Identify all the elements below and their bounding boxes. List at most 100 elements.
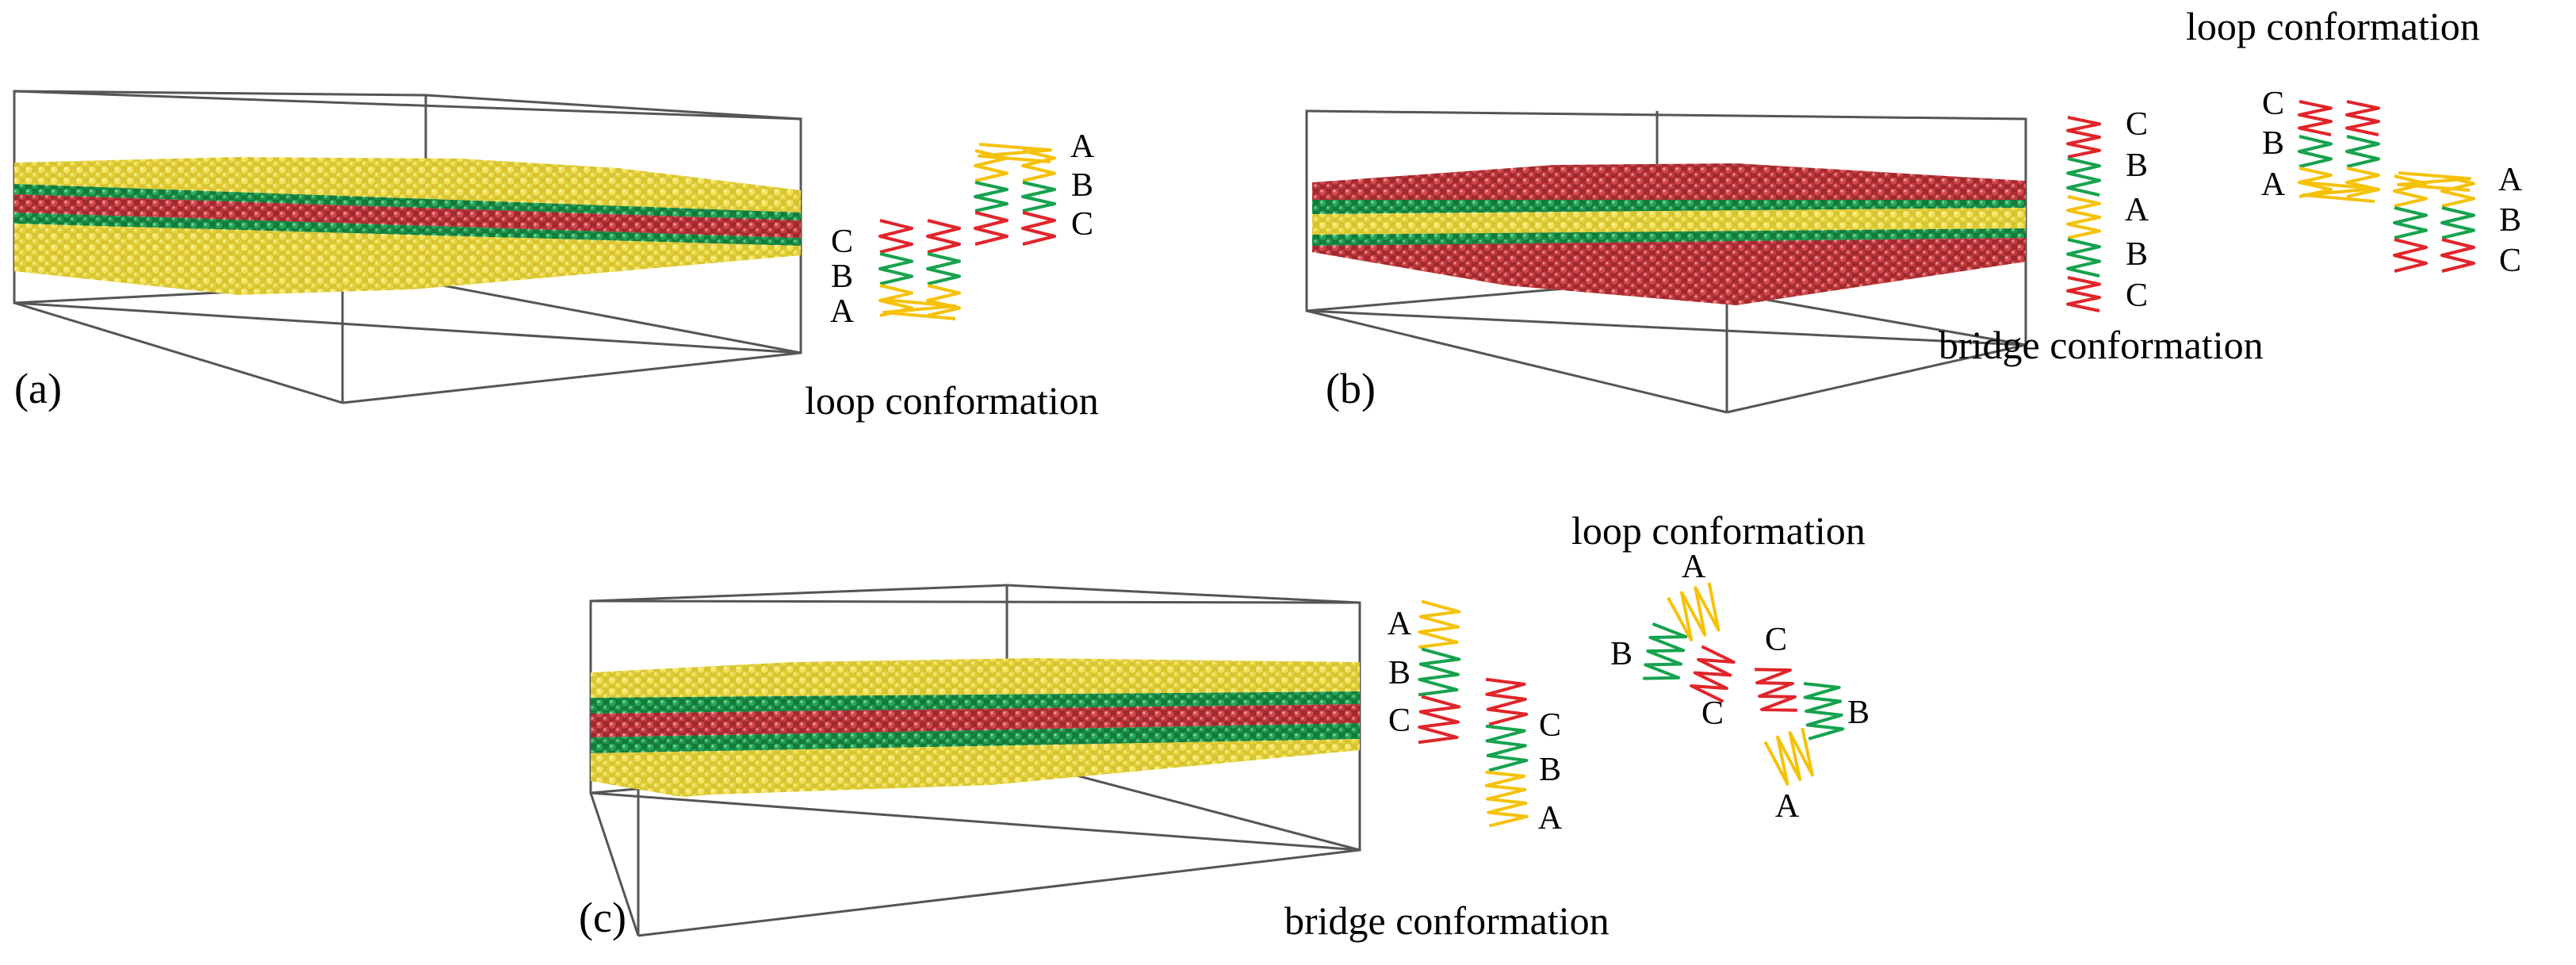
- loop-left-labels-b: C B A: [2261, 86, 2286, 203]
- coil-block-a: [1484, 770, 1529, 828]
- chain-label: C: [1071, 206, 1093, 243]
- polymer-film-a: [14, 157, 801, 295]
- film-layer-red-top: [1312, 163, 2026, 200]
- caption-bridge-c: bridge conformation: [1284, 898, 1610, 943]
- chain-label: A: [1538, 800, 1563, 837]
- coil-block-c: [926, 219, 961, 254]
- polymer-film-b: [1312, 163, 2026, 305]
- film-layer-green-bottom: [1312, 228, 2026, 246]
- chain-label: B: [1539, 752, 1561, 788]
- coil-block-b: [2440, 206, 2475, 239]
- chain-label: B: [1071, 167, 1093, 204]
- coil-block-c: [2393, 238, 2428, 273]
- coil-block-c: [2066, 116, 2101, 159]
- coil-block-c: [1485, 677, 1529, 726]
- chain-label: B: [2126, 147, 2148, 184]
- chain-label: C: [1701, 695, 1724, 732]
- chain-label: B: [1847, 695, 1870, 731]
- panel-label-a: (a): [14, 365, 62, 412]
- chain-label: A: [1682, 549, 1706, 585]
- film-layer-red-mid: [14, 194, 801, 238]
- film-layer-yellow-bottom: [14, 224, 801, 295]
- chain-label: A: [830, 293, 855, 330]
- coil-block-a: [1763, 727, 1814, 786]
- film-layer-yellow-top: [591, 658, 1360, 698]
- loop-right-labels-b: A B C: [2498, 162, 2523, 279]
- coil-block-b: [878, 252, 913, 285]
- chain-label: C: [1539, 707, 1561, 744]
- chain-label: A: [2261, 167, 2286, 203]
- loop-labels-c: A B C C B A: [1610, 549, 1870, 825]
- caption-loop-a: loop conformation: [805, 378, 1099, 423]
- coil-block-c: [2345, 100, 2380, 136]
- coil-block-c: [1755, 668, 1797, 712]
- film-layer-red-bottom: [1312, 238, 2026, 305]
- panel-c: (c) A B C C B A bridge conformation A B …: [579, 508, 1870, 943]
- coil-block-c: [1418, 695, 1461, 745]
- chain-label: B: [1388, 655, 1410, 691]
- chain-label: A: [2498, 162, 2523, 198]
- chain-diagram-a: C B A A B C loop conformation: [805, 128, 1099, 423]
- chain-label: A: [1070, 128, 1095, 165]
- coil-block-b: [974, 181, 1009, 213]
- film-layer-yellow-bottom: [591, 739, 1360, 797]
- coil-block-b: [1803, 682, 1845, 741]
- coil-block-a: [2393, 174, 2428, 208]
- coil-block-a: [2066, 195, 2101, 239]
- bridge-labels-b: C B A B C: [2125, 106, 2149, 314]
- chain-label: C: [1388, 703, 1410, 739]
- coil-block-a: [1021, 149, 1056, 182]
- coil-block-b: [2298, 135, 2333, 168]
- coil-block-a: [2298, 167, 2333, 198]
- coil-block-b: [1643, 622, 1688, 680]
- chain-label: C: [2262, 86, 2284, 122]
- coil-block-c: [1690, 645, 1736, 703]
- caption-loop-c: loop conformation: [1571, 508, 1866, 553]
- film-layer-yellow-mid: [1312, 208, 2026, 235]
- panel-b: (b) C B A B C bridge conformation C B A …: [1305, 4, 2523, 414]
- bridge-left-labels-c: A B C: [1388, 606, 1412, 739]
- chain-label: B: [2499, 202, 2521, 239]
- chain-label: B: [2262, 125, 2284, 162]
- panel-a: (a) C B A A B C loop conformation: [13, 90, 1099, 423]
- coil-block-b: [2345, 135, 2380, 168]
- loop-right-labels-a: A B C: [1070, 128, 1095, 243]
- chain-label: A: [1388, 606, 1412, 642]
- chain-label: C: [2499, 243, 2521, 279]
- film-layer-red-mid: [591, 704, 1360, 737]
- coil-block-b: [1418, 647, 1461, 697]
- coil-block-a: [2345, 167, 2380, 198]
- chain-label: C: [1765, 622, 1787, 658]
- panel-label-c: (c): [579, 894, 626, 941]
- coil-block-b: [2393, 206, 2428, 239]
- coil-block-b: [2066, 157, 2101, 197]
- coil-block-c: [878, 219, 913, 254]
- coil-block-b: [1485, 724, 1529, 772]
- coil-block-a: [882, 298, 957, 320]
- film-layer-green-top: [14, 184, 801, 220]
- coil-block-b: [926, 252, 961, 285]
- chain-diagram-b: C B A B C bridge conformation C B A A B …: [1939, 4, 2523, 367]
- coil-block-a: [2302, 181, 2376, 203]
- coil-block-c: [2298, 100, 2333, 136]
- chain-label: C: [831, 224, 853, 260]
- coil-block-a: [1667, 582, 1721, 641]
- coil-block-c: [974, 211, 1009, 246]
- film-layer-green-top: [1312, 200, 2026, 214]
- caption-loop-b: loop conformation: [2186, 4, 2480, 48]
- bridge-right-labels-c: C B A: [1538, 707, 1563, 837]
- coil-block-c: [2440, 238, 2475, 273]
- chain-label: B: [1610, 636, 1632, 672]
- chain-label: C: [2126, 106, 2148, 143]
- coil-block-a: [1418, 599, 1461, 649]
- caption-bridge-b: bridge conformation: [1939, 323, 2264, 367]
- chain-label: A: [2125, 192, 2149, 228]
- chain-diagram-c: A B C C B A bridge conformation A B C C …: [1284, 508, 1870, 943]
- coil-block-b: [2066, 238, 2101, 278]
- coil-block-c: [2066, 276, 2101, 312]
- chain-label: A: [1775, 788, 1800, 825]
- coil-block-b: [1021, 181, 1056, 213]
- panel-label-b: (b): [1326, 365, 1376, 412]
- coil-block-a: [978, 143, 1052, 163]
